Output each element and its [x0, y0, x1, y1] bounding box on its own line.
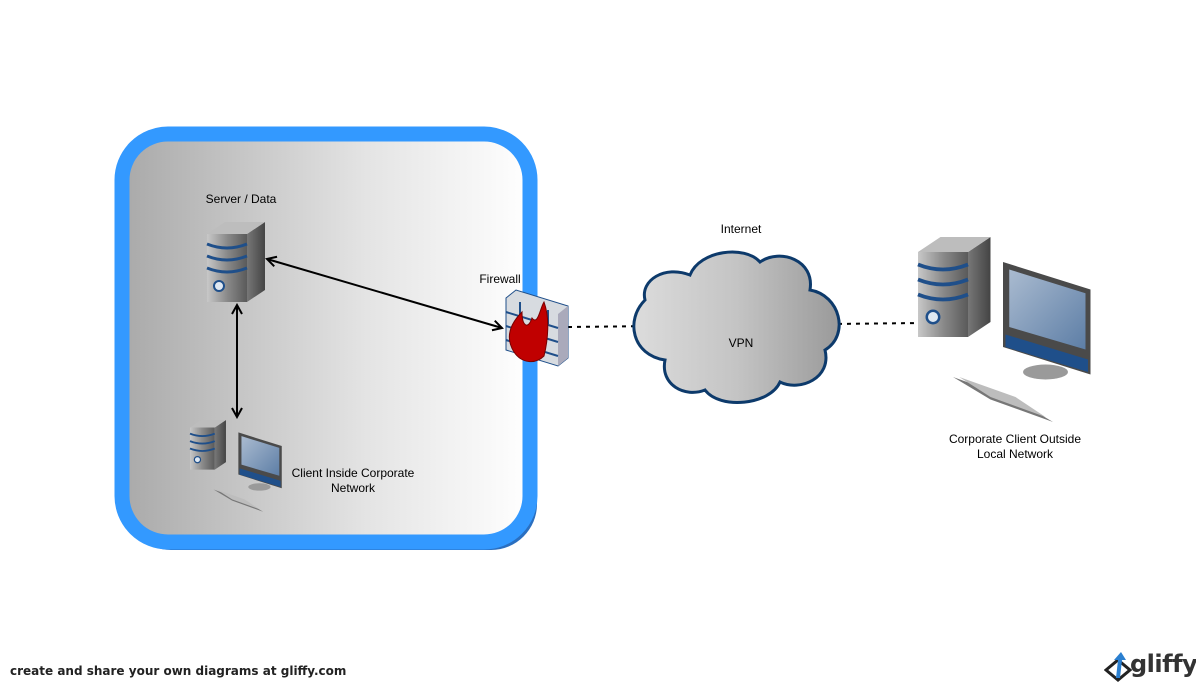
client-inside-label-line1: Client Inside Corporate	[292, 466, 415, 480]
gliffy-diamond-arrow-icon	[1104, 652, 1133, 682]
corporate-network-boundary	[114, 126, 538, 550]
gliffy-logo[interactable]: gliffy	[1104, 650, 1196, 684]
internet-label: Internet	[721, 222, 762, 236]
vpn-label: VPN	[729, 336, 754, 350]
firewall-icon	[505, 289, 569, 367]
internet-cloud-icon	[632, 250, 841, 404]
server-label: Server / Data	[206, 192, 277, 206]
server-firewall-connector	[267, 259, 502, 328]
client-outside-computer-icon	[916, 235, 1091, 422]
client-outside-label-line2: Local Network	[977, 447, 1054, 461]
footer-promo-text[interactable]: create and share your own diagrams at gl…	[10, 664, 347, 678]
client-outside-label-line1: Corporate Client Outside	[949, 432, 1081, 446]
server-icon	[205, 220, 267, 304]
gliffy-logo-text: gliffy	[1130, 650, 1196, 678]
client-inside-label-line2: Network	[331, 481, 376, 495]
firewall-label: Firewall	[479, 272, 520, 286]
